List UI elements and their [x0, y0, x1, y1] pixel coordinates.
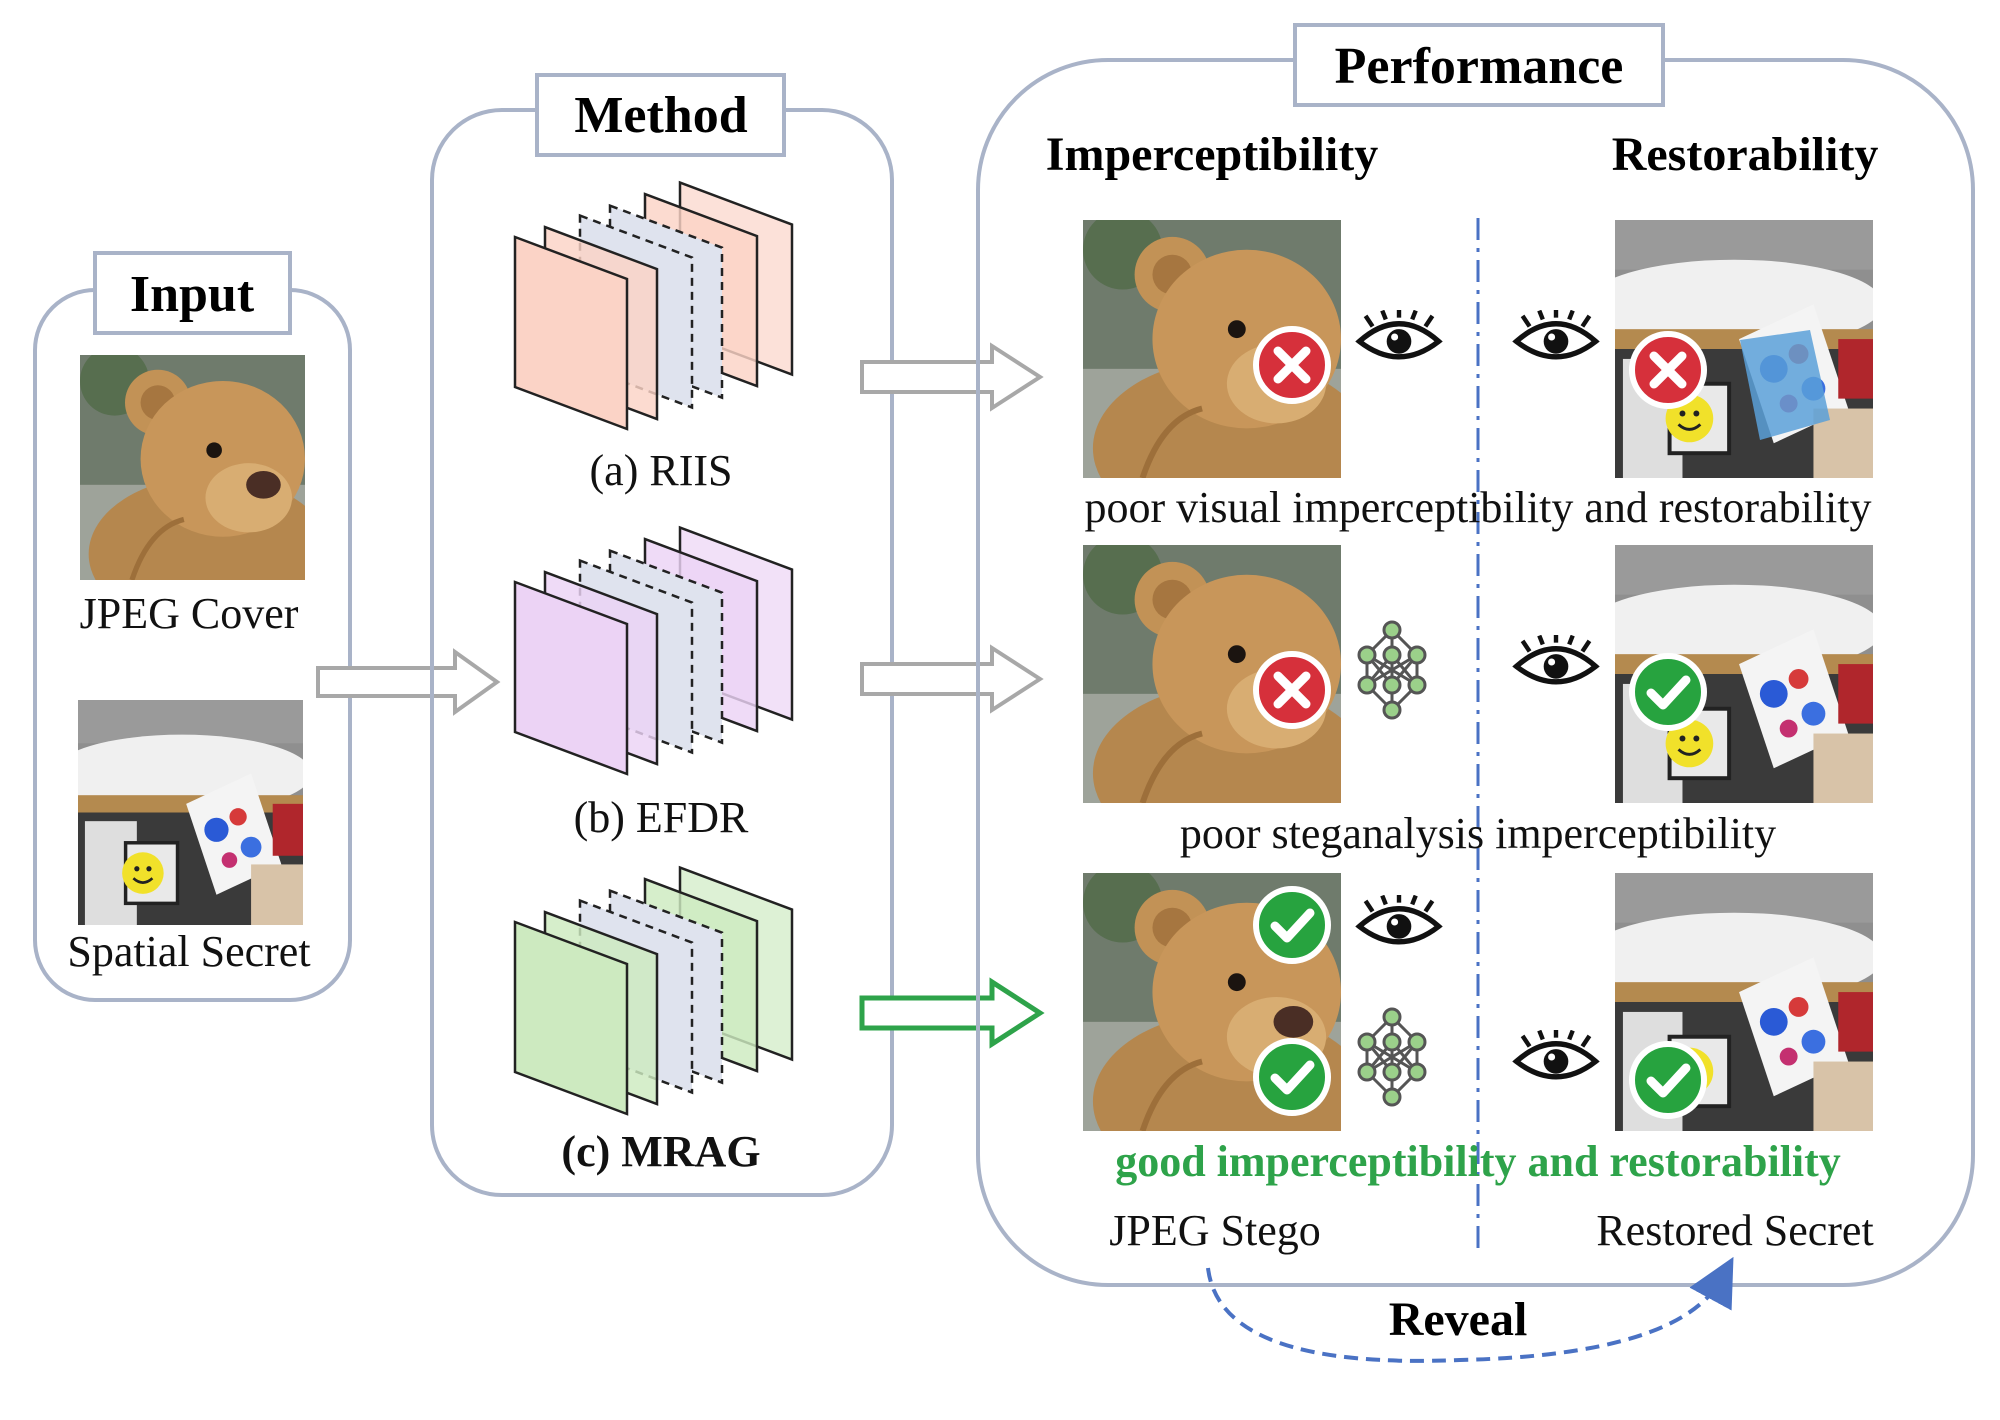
- method-title: Method: [574, 87, 747, 144]
- eye-icon: [1359, 894, 1438, 942]
- restorability-header: Restorability: [1612, 128, 1879, 181]
- cross-icon: [1632, 334, 1704, 406]
- stego-label: JPEG Stego: [1109, 1206, 1320, 1255]
- reveal-label: Reveal: [1389, 1293, 1528, 1346]
- check-icon: [1256, 889, 1328, 961]
- method-stack-efdr: [513, 525, 794, 776]
- restored-image-efdr: [1615, 545, 1873, 803]
- reveal-arrow: [1206, 1256, 1734, 1363]
- check-icon: [1632, 1044, 1704, 1116]
- arrow-efdr-to-performance: [860, 644, 1044, 714]
- method-panel: Method (a) RIIS (b) EFDR (c) MRAG: [430, 73, 894, 1197]
- cross-icon: [1256, 329, 1328, 401]
- performance-row-2: poor steganalysis imperceptibility: [1083, 545, 1873, 858]
- cover-label: JPEG Cover: [80, 589, 299, 638]
- method-label-mrag: (c) MRAG: [561, 1127, 760, 1176]
- feature-map-layer: [513, 920, 629, 1116]
- restored-image-mrag: [1615, 873, 1873, 1131]
- performance-panel: Performance Imperceptibility Restorabili…: [976, 23, 1975, 1287]
- row-3-caption: good imperceptibility and restorability: [1115, 1137, 1841, 1186]
- performance-row-1: poor visual imperceptibility and restora…: [1083, 220, 1873, 532]
- restored-label: Restored Secret: [1596, 1206, 1873, 1255]
- performance-title: Performance: [1335, 38, 1624, 95]
- imperceptibility-header: Imperceptibility: [1046, 128, 1378, 181]
- neural-network-icon: [1357, 620, 1427, 720]
- method-stack-mrag: [513, 865, 794, 1116]
- row-2-caption: poor steganalysis imperceptibility: [1180, 809, 1776, 858]
- eye-icon: [1516, 309, 1595, 357]
- eye-icon: [1516, 1029, 1595, 1077]
- method-stack-riis: [513, 180, 794, 431]
- restored-image-riis: [1615, 220, 1873, 478]
- performance-row-3: good imperceptibility and restorability: [1083, 873, 1873, 1186]
- feature-map-layer: [513, 580, 629, 776]
- secret-label: Spatial Secret: [67, 927, 310, 976]
- arrow-mrag-to-performance: [859, 977, 1045, 1049]
- arrow-riis-to-performance: [860, 342, 1044, 412]
- method-label-riis: (a) RIIS: [590, 446, 733, 495]
- row-1-caption: poor visual imperceptibility and restora…: [1085, 483, 1872, 532]
- cross-icon: [1256, 654, 1328, 726]
- check-icon: [1256, 1041, 1328, 1113]
- neural-network-icon: [1357, 1007, 1427, 1107]
- eye-icon: [1516, 634, 1595, 682]
- input-title: Input: [130, 266, 255, 323]
- check-icon: [1632, 656, 1704, 728]
- secret-image: [78, 700, 303, 925]
- feature-map-layer: [513, 235, 629, 431]
- method-label-efdr: (b) EFDR: [574, 793, 749, 842]
- eye-icon: [1359, 309, 1438, 357]
- arrow-input-to-method: [316, 648, 501, 716]
- input-panel: Input JPEG Cover Spatial Secret: [33, 251, 352, 1002]
